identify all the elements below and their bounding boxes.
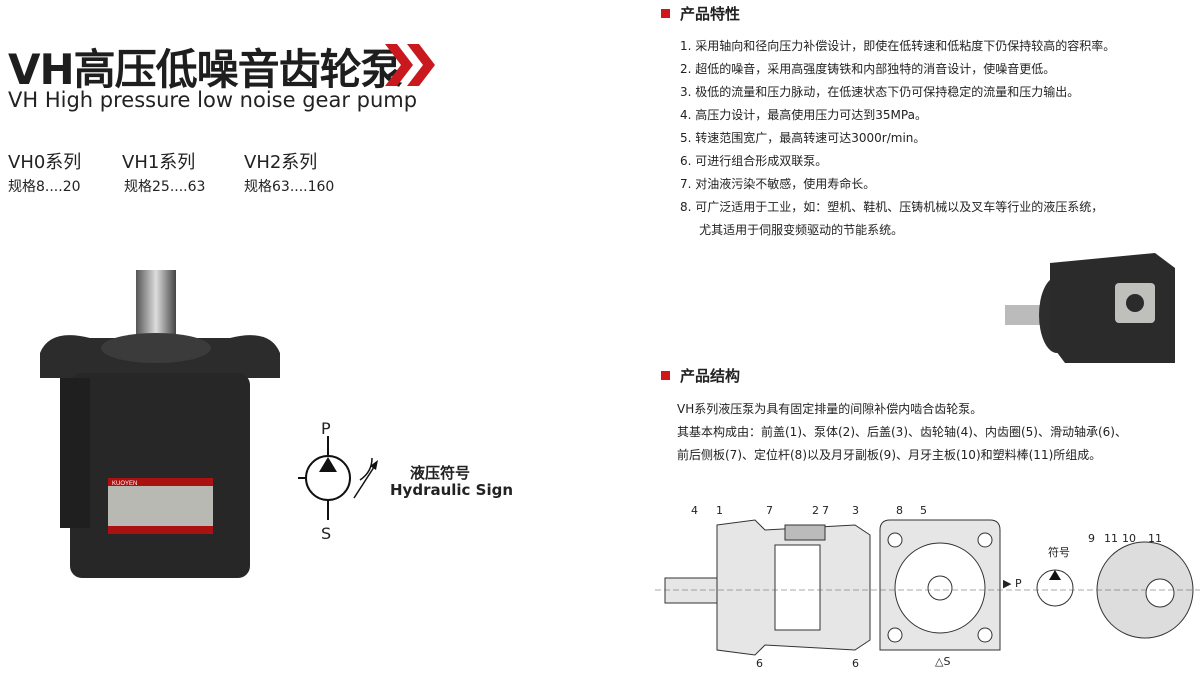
feature-item: 3. 极低的流量和压力脉动，在低速状态下仍可保持稳定的流量和压力输出。 [680, 85, 1080, 99]
series-vh0: VH0系列 [8, 152, 82, 173]
feature-item: 6. 可进行组合形成双联泵。 [680, 154, 828, 168]
feature-item: 8. 可广泛适用于工业，如：塑机、鞋机、压铸机械以及叉车等行业的液压系统， [680, 200, 1104, 214]
diagram-label: 5 [920, 504, 927, 517]
diagram-label: 3 [852, 504, 859, 517]
structure-heading: 产品结构 [661, 365, 740, 386]
feature-item: 7. 对油液污染不敏感，使用寿命长。 [680, 177, 876, 191]
series-vh1: VH1系列 [122, 152, 196, 173]
series-vh1-spec: 规格25....63 [124, 179, 206, 195]
diagram-label: 7 [766, 504, 773, 517]
hydraulic-sign-label-cn: 液压符号 [410, 464, 471, 482]
port-p-label: P [321, 419, 331, 438]
structure-diagram [655, 519, 1200, 656]
pump-photo: KUOYEN [40, 270, 280, 578]
structure-line: 其基本构成由：前盖(1)、泵体(2)、后盖(3)、齿轮轴(4)、内齿圈(5)、滑… [677, 425, 1127, 439]
features-heading-text: 产品特性 [680, 5, 741, 23]
diagram-label: 符号 [1048, 546, 1070, 559]
pump-photo-side [1005, 253, 1175, 363]
diagram-label: 4 [691, 504, 698, 517]
diagram-label: 2 [812, 504, 819, 517]
series-vh2: VH2系列 [244, 152, 318, 173]
diagram-label: 10 [1122, 532, 1136, 545]
page-subtitle: VH High pressure low noise gear pump [8, 88, 418, 112]
feature-item: 1. 采用轴向和径向压力补偿设计，即使在低转速和低粘度下仍保持较高的容积率。 [680, 39, 1116, 53]
diagram-label: 11 [1104, 532, 1118, 545]
structure-line: VH系列液压泵为具有固定排量的间隙补偿内啮合齿轮泵。 [677, 402, 983, 416]
hydraulic-sign-symbol [298, 436, 378, 520]
structure-heading-text: 产品结构 [680, 367, 741, 385]
nameplate-text: KUOYEN [112, 481, 137, 487]
diagram-label: 1 [716, 504, 723, 517]
hydraulic-sign-label-en: Hydraulic Sign [390, 481, 514, 499]
diagram-label: 6 [852, 657, 859, 670]
red-square-icon [661, 371, 670, 380]
diagram-label: ▶ P [1003, 577, 1022, 590]
red-square-icon [661, 9, 670, 18]
series-vh2-spec: 规格63....160 [244, 179, 335, 195]
feature-item: 2. 超低的噪音，采用高强度铸铁和内部独特的消音设计，使噪音更低。 [680, 62, 1056, 76]
feature-item: 4. 高压力设计，最高使用压力可达到35MPa。 [680, 108, 927, 122]
diagram-label: 8 [896, 504, 903, 517]
series-vh0-spec: 规格8....20 [8, 179, 81, 195]
diagram-label: 7 [822, 504, 829, 517]
feature-item: 5. 转速范围宽广，最高转速可达3000r/min。 [680, 131, 926, 145]
port-s-label: S [321, 524, 332, 543]
double-chevron-icon [385, 44, 435, 86]
diagram-label: 6 [756, 657, 763, 670]
diagram-label: △S [935, 655, 951, 668]
structure-line: 前后侧板(7)、定位杆(8)以及月牙副板(9)、月牙主板(10)和塑料棒(11)… [677, 448, 1102, 462]
diagram-label: 9 [1088, 532, 1095, 545]
feature-item: 尤其适用于伺服变频驱动的节能系统。 [680, 223, 904, 237]
page-title: VH高压低噪音齿轮泵 [8, 45, 403, 94]
diagram-label: 11 [1148, 532, 1162, 545]
features-heading: 产品特性 [661, 3, 740, 24]
